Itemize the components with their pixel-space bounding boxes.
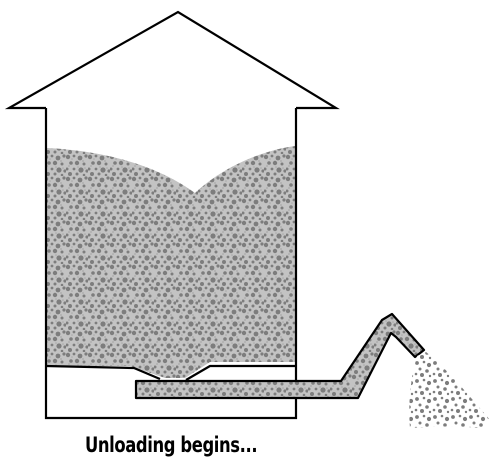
silo-floor-line-right [186, 366, 296, 380]
grain-discharge-icon [409, 352, 490, 428]
grain-pile-icon [47, 146, 295, 378]
silo-roof-icon [9, 12, 336, 108]
diagram-caption: Unloading begins... [85, 433, 257, 457]
